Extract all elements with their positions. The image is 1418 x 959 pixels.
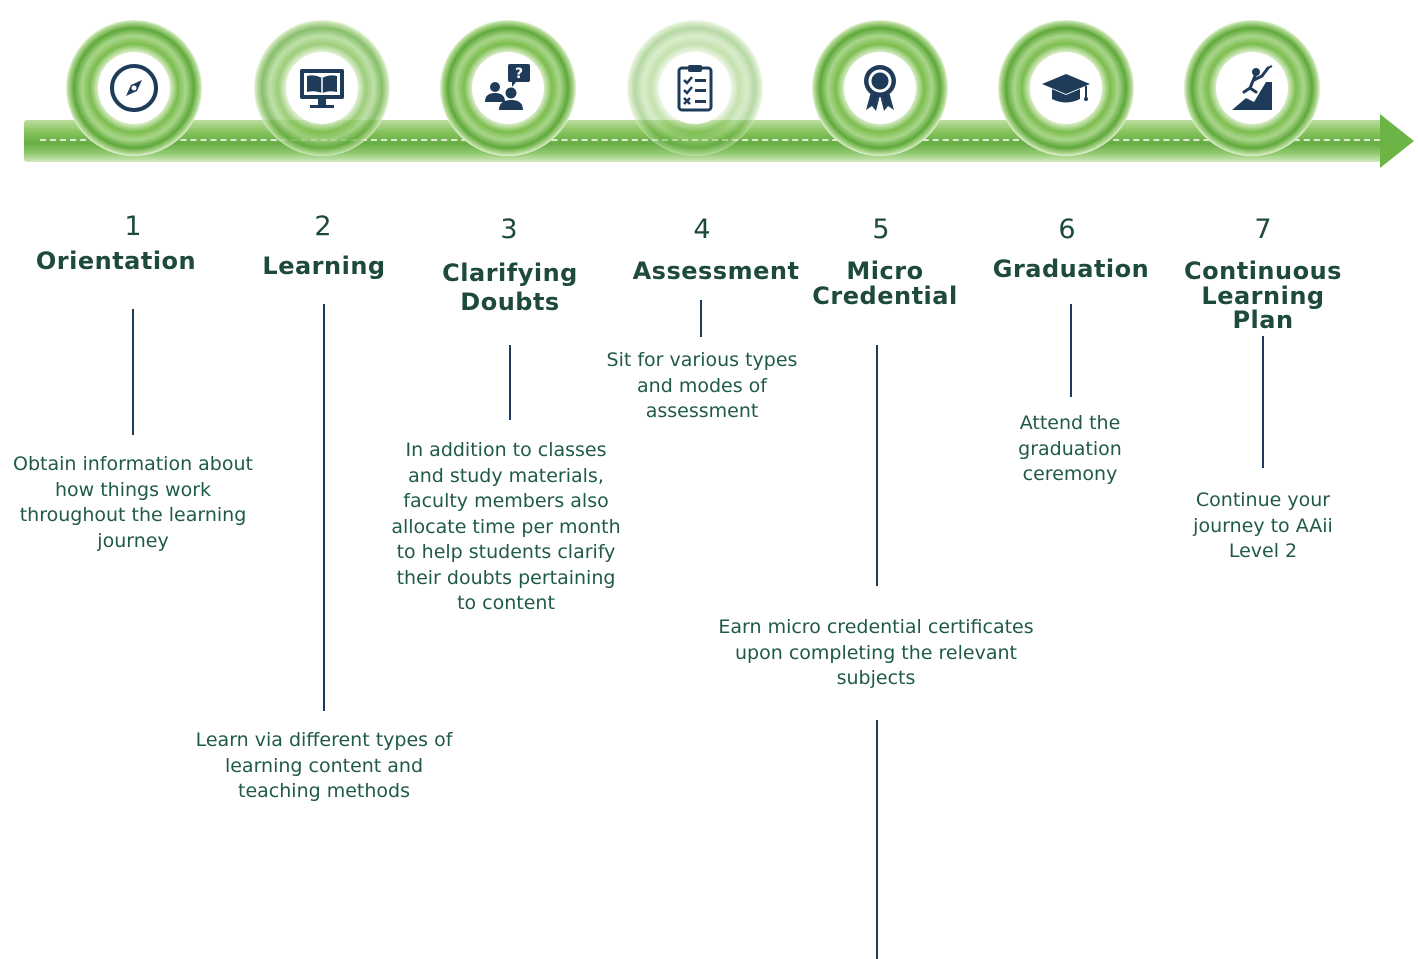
step-4-connector <box>700 300 702 337</box>
monitor-book-icon <box>300 69 344 108</box>
step-3-connector <box>509 345 511 420</box>
step-4-description: Sit for various types and modes of asses… <box>606 349 798 422</box>
step-4-icon-holder <box>659 52 731 124</box>
step-7-number: 7 <box>1254 214 1272 245</box>
step-6-description: Attend the graduation ceremony <box>1018 412 1122 485</box>
step-7-title: Continuous Learning Plan <box>1184 257 1342 334</box>
step-2-connector <box>323 304 325 711</box>
step-4-number: 4 <box>693 214 711 245</box>
step-2-icon-holder <box>286 52 358 124</box>
timeline-arrowhead <box>1380 114 1414 168</box>
step-4-title: Assessment <box>632 257 800 285</box>
step-2-title: Learning <box>262 252 386 280</box>
step-1-title: Orientation <box>35 247 197 275</box>
step-6-number: 6 <box>1058 214 1076 245</box>
step-3-title: Clarifying Doubts <box>442 259 578 316</box>
step-2-description: Learn via different types of learning co… <box>195 729 453 802</box>
step-2-number: 2 <box>314 211 332 242</box>
clipboard-checklist-icon <box>677 65 713 112</box>
step-5-title: Micro Credential <box>812 257 958 310</box>
step-7-description: Continue your journey to AAii Level 2 <box>1193 489 1333 562</box>
graduation-cap-icon <box>1042 74 1090 103</box>
people-question-icon: ? <box>485 64 530 110</box>
step-5-connector-upper <box>876 345 878 586</box>
step-1-description: Obtain information about how things work… <box>13 453 253 552</box>
svg-text:?: ? <box>515 66 523 82</box>
step-3-number: 3 <box>500 214 518 245</box>
step-5-icon-holder <box>844 52 916 124</box>
step-5-number: 5 <box>872 214 890 245</box>
step-7-icon-holder <box>1216 52 1288 124</box>
step-6-icon-holder <box>1030 52 1102 124</box>
step-5-description: Earn micro credential certificates upon … <box>718 616 1034 689</box>
step-6-title: Graduation <box>992 255 1150 283</box>
step-1-number: 1 <box>124 211 142 242</box>
step-3-icon-holder: ? <box>472 52 544 124</box>
timeline-band-dashes <box>40 139 1380 141</box>
step-7-connector <box>1262 336 1264 468</box>
timeline-arrow-band <box>24 120 1384 162</box>
step-1-icon-holder <box>98 52 170 124</box>
compass-icon <box>110 64 158 112</box>
step-5-connector-lower <box>876 720 878 959</box>
step-3-description: In addition to classes and study materia… <box>391 439 621 614</box>
climber-icon <box>1232 65 1273 110</box>
step-6-connector <box>1070 304 1072 397</box>
award-ribbon-icon <box>864 65 896 111</box>
step-1-connector <box>132 309 134 435</box>
